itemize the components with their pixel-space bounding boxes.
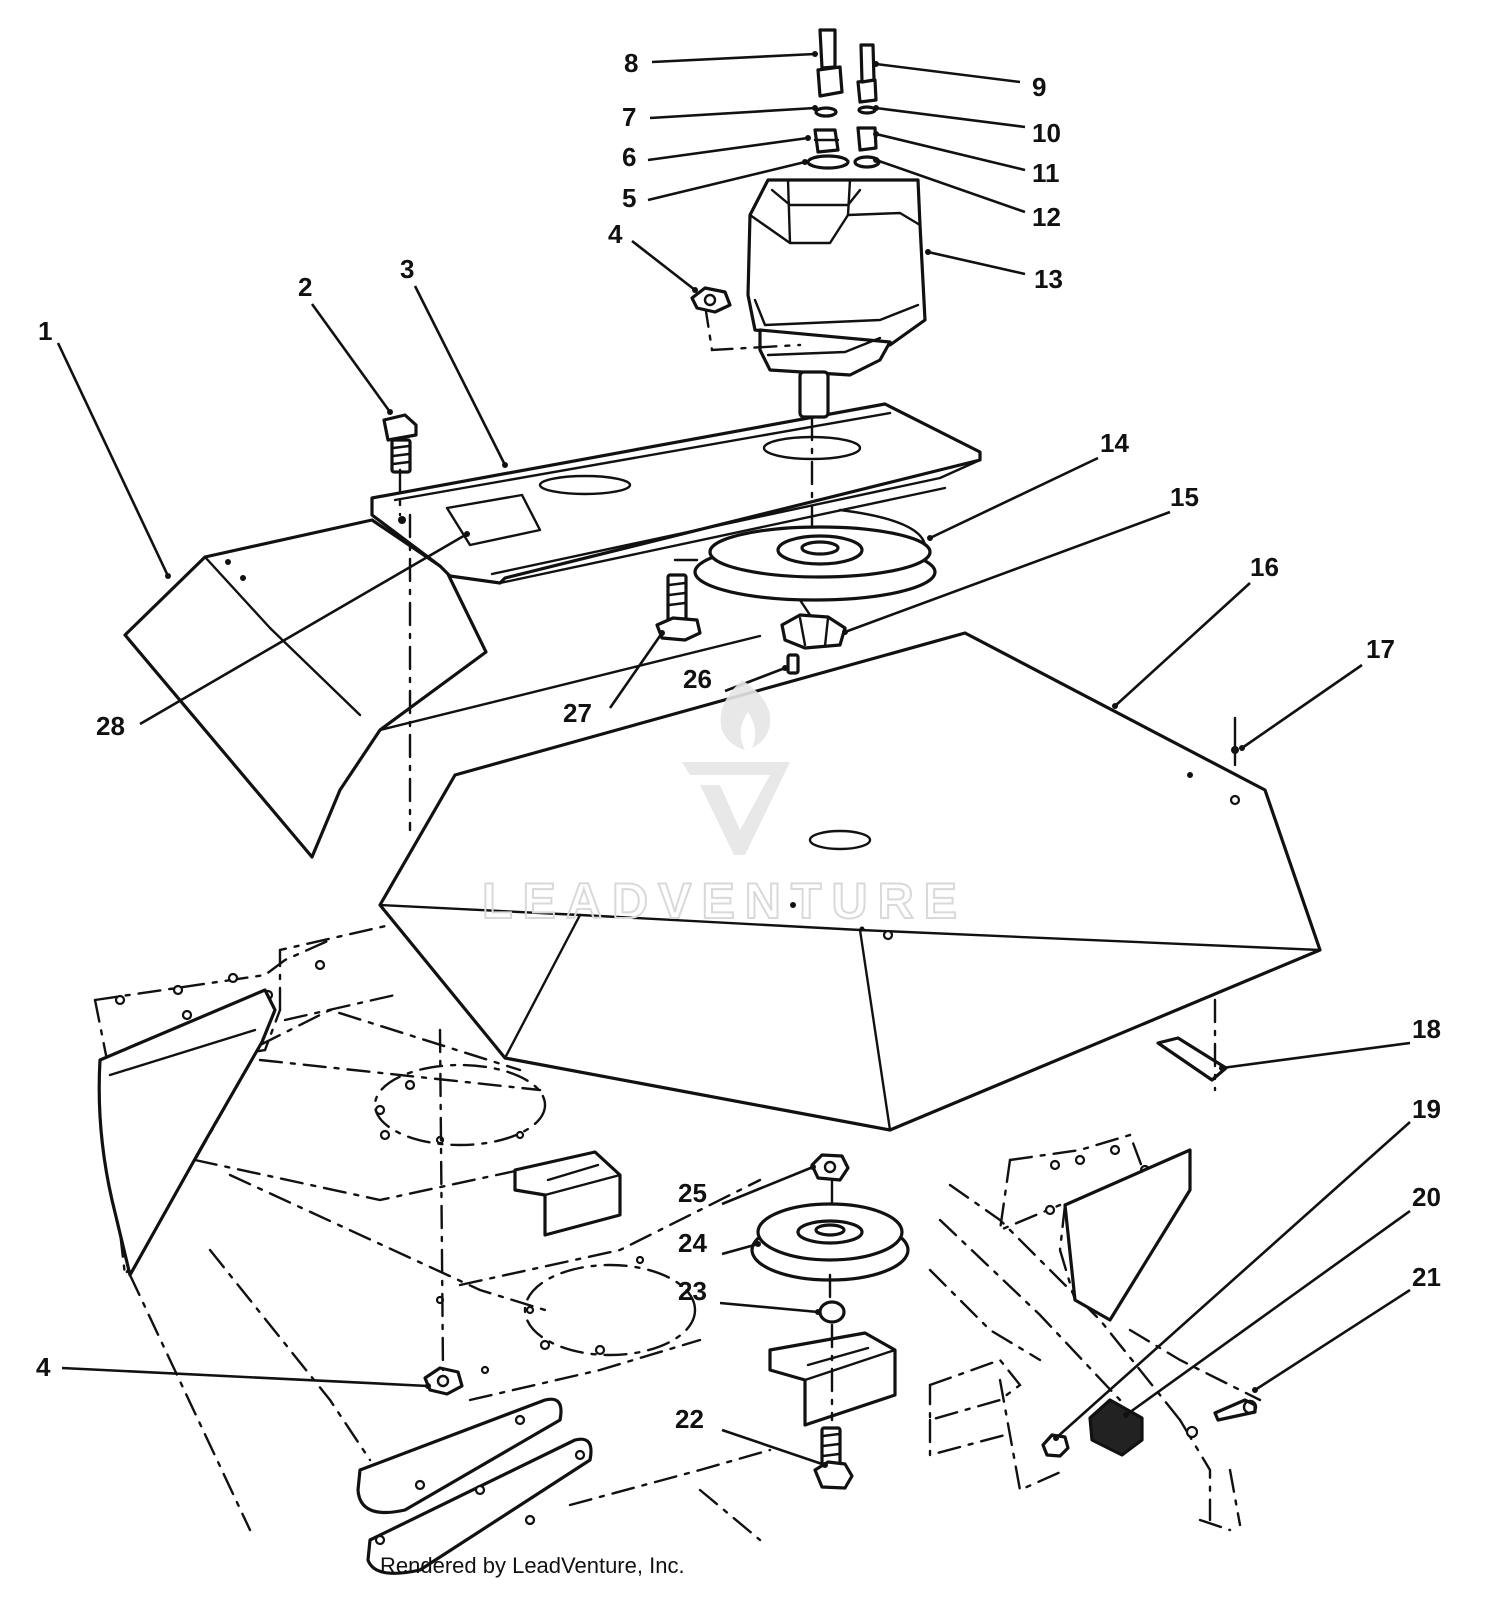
callout-16: 16 (1250, 552, 1279, 582)
callout-5: 5 (622, 183, 636, 213)
watermark-logo (682, 680, 790, 855)
part-14-pulley (693, 508, 937, 602)
callout-17: 17 (1366, 634, 1395, 664)
part-27-bolt (655, 573, 702, 642)
callout-12: 12 (1032, 202, 1061, 232)
motor-terminal-stack (806, 28, 881, 170)
belt-guide-bracket-upper (513, 1150, 622, 1237)
callout-labels: 1 2 3 4 5 6 7 8 9 10 11 12 13 14 15 16 1… (36, 48, 1441, 1434)
leader-lines (56, 51, 1411, 1468)
callout-23: 23 (678, 1276, 707, 1306)
callout-18: 18 (1412, 1014, 1441, 1044)
frame-bracket-right (1063, 1148, 1192, 1322)
callout-28: 28 (96, 711, 125, 741)
part-4-nut-upper (690, 286, 732, 314)
callout-24: 24 (678, 1228, 707, 1258)
callout-11: 11 (1032, 158, 1060, 188)
part-13-motor (703, 178, 927, 419)
part-4-nut-lower (423, 1366, 464, 1396)
callout-26: 26 (683, 664, 712, 694)
callout-25: 25 (678, 1178, 707, 1208)
callout-20: 20 (1412, 1182, 1441, 1212)
frame-bracket-lower-left (356, 1397, 593, 1575)
callout-1: 1 (38, 316, 52, 346)
mower-frame-outline (93, 923, 1262, 1542)
callout-4-lower: 4 (36, 1352, 51, 1382)
callout-19: 19 (1412, 1094, 1441, 1124)
part-1-deflector (123, 518, 762, 859)
callout-2: 2 (298, 272, 312, 302)
part-17-pin (1231, 716, 1239, 767)
callout-7: 7 (622, 102, 636, 132)
callout-27: 27 (563, 698, 592, 728)
callout-14: 14 (1100, 428, 1129, 458)
callout-6: 6 (622, 142, 636, 172)
callout-10: 10 (1032, 118, 1061, 148)
callout-13: 13 (1034, 264, 1063, 294)
callout-21: 21 (1412, 1262, 1441, 1292)
part-21-screw (1185, 1398, 1258, 1439)
idler-pulley-assembly (750, 1153, 910, 1490)
callout-4-upper: 4 (608, 219, 623, 249)
callout-3: 3 (400, 254, 414, 284)
callout-8: 8 (624, 48, 638, 78)
callout-22: 22 (675, 1404, 704, 1434)
callout-9: 9 (1032, 72, 1046, 102)
part-15-hub-nut (780, 598, 847, 675)
part-16-housing (378, 631, 1322, 1132)
credit-text: Rendered by LeadVenture, Inc. (380, 1553, 685, 1578)
callout-15: 15 (1170, 482, 1199, 512)
frame-bracket-left (97, 988, 277, 1277)
part-19-nut (1041, 1433, 1070, 1458)
watermark-text: LEADVENTURE (482, 873, 967, 929)
part-2-bolt (382, 413, 418, 474)
